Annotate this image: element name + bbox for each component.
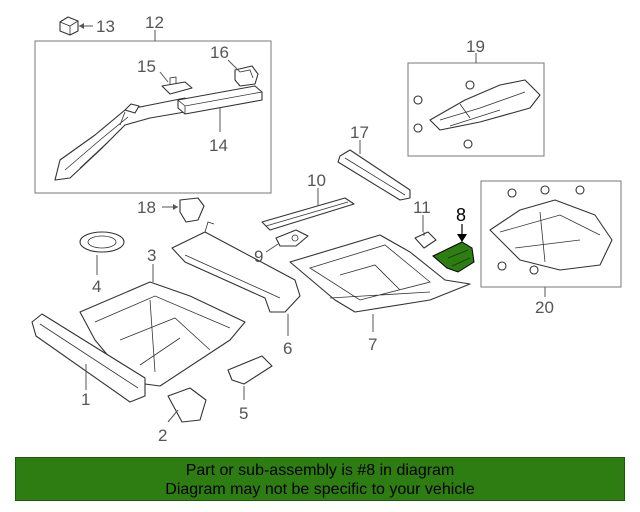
part-13-clip: [59, 16, 79, 36]
callout-12: 12: [145, 13, 164, 32]
callout-2: 2: [158, 426, 167, 445]
part-15-bracket: [161, 76, 193, 95]
part-14-bar: [177, 85, 263, 115]
part-9-bracket: [275, 229, 309, 247]
callout-8: 8: [456, 205, 466, 225]
callout-16: 16: [210, 43, 229, 62]
callout-20: 20: [535, 298, 554, 317]
callout-14: 14: [209, 136, 228, 155]
banner-line-2: Diagram may not be specific to your vehi…: [165, 481, 475, 498]
callout-19: 19: [466, 37, 485, 56]
part-18-bracket: [179, 197, 205, 223]
part-5-bracket: [227, 355, 273, 385]
part-6-crossmember: [171, 221, 301, 313]
part-10-crossmember: [261, 197, 355, 231]
inset-box-20: [480, 180, 622, 288]
part-19-tray: [413, 79, 541, 149]
callout-11: 11: [413, 198, 431, 217]
part-1-sill: [31, 313, 146, 403]
part-20-tray: [489, 185, 613, 275]
callout-6: 6: [283, 339, 292, 358]
part-7-rear-floor: [289, 234, 471, 313]
part-17-crossmember: [337, 149, 411, 201]
callout-18: 18: [137, 198, 156, 217]
callout-1: 1: [81, 390, 90, 409]
part-4-cover: [79, 231, 125, 253]
banner-line-1: Part or sub-assembly is #8 in diagram: [185, 462, 455, 479]
callout-13: 13: [96, 17, 115, 36]
callout-10: 10: [307, 171, 326, 190]
part-11-bracket: [414, 231, 437, 249]
part-2-bracket: [167, 387, 207, 423]
callout-17: 17: [350, 123, 369, 142]
callout-15: 15: [137, 57, 156, 76]
info-banner: Part or sub-assembly is #8 in diagram Di…: [15, 457, 625, 501]
callout-4: 4: [92, 277, 101, 296]
inset-box-12: [34, 40, 272, 194]
callout-3: 3: [147, 246, 156, 265]
callout-5: 5: [239, 404, 248, 423]
callout-7: 7: [368, 335, 377, 354]
part-16-bracket: [234, 65, 259, 87]
part-12-rail: [54, 97, 186, 181]
part-8-highlighted[interactable]: [432, 241, 475, 273]
callout-9: 9: [254, 247, 263, 266]
parts-diagram: 1 2 3 4 5 6 7 8 9 10 11 12 13 14 15 16 1…: [31, 13, 622, 445]
